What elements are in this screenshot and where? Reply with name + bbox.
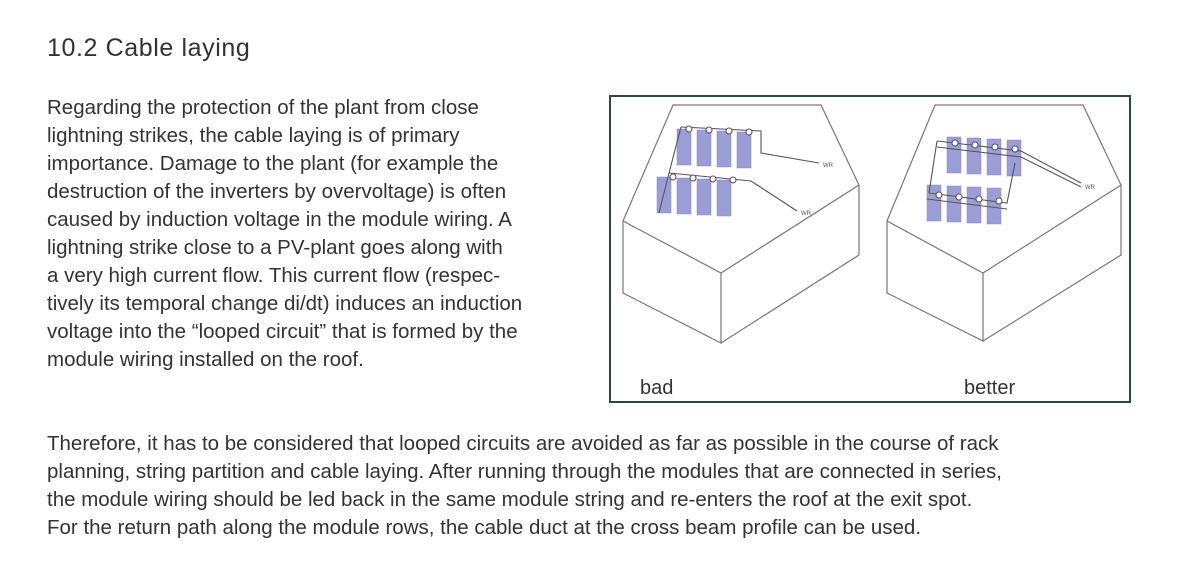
house-better <box>886 104 1122 342</box>
intro-line: caused by induction voltage in the modul… <box>47 208 512 231</box>
intro-line: lightning strikes, the cable laying is o… <box>47 124 460 147</box>
panels-better <box>926 136 1022 225</box>
cable-laying-figure: WR WR <box>609 95 1131 403</box>
caption-bad: bad <box>640 377 674 399</box>
caption-better: better <box>964 377 1016 399</box>
conclusion-line: planning, string partition and cable lay… <box>47 460 1002 483</box>
wiring-bad <box>658 125 820 214</box>
house-bad <box>622 104 860 344</box>
section-title: 10.2 Cable laying <box>47 34 251 62</box>
conclusion-line: For the return path along the module row… <box>47 516 922 539</box>
intro-line: voltage into the “looped circuit” that i… <box>47 320 518 343</box>
panels-bad <box>656 128 752 217</box>
cable-laying-illustration: WR WR <box>622 104 1122 344</box>
intro-line: importance. Damage to the plant (for exa… <box>47 152 499 175</box>
wire-label: WR <box>1085 185 1096 191</box>
wire-label: WR <box>823 163 834 169</box>
conclusion-paragraph: Therefore, it has to be considered that … <box>47 430 1167 542</box>
intro-paragraph: Regarding the protection of the plant fr… <box>47 94 599 374</box>
intro-line: destruction of the inverters by overvolt… <box>47 180 507 203</box>
intro-line: module wiring installed on the roof. <box>47 348 364 371</box>
wiring-better <box>926 139 1082 210</box>
conclusion-line: the module wiring should be led back in … <box>47 488 973 511</box>
intro-line: tively its temporal change di/dt) induce… <box>47 292 523 315</box>
conclusion-line: Therefore, it has to be considered that … <box>47 432 999 455</box>
intro-line: Regarding the protection of the plant fr… <box>47 96 479 119</box>
intro-line: a very high current flow. This current f… <box>47 264 501 287</box>
wire-label: WR <box>801 211 812 217</box>
intro-line: lightning strike close to a PV-plant goe… <box>47 236 503 259</box>
